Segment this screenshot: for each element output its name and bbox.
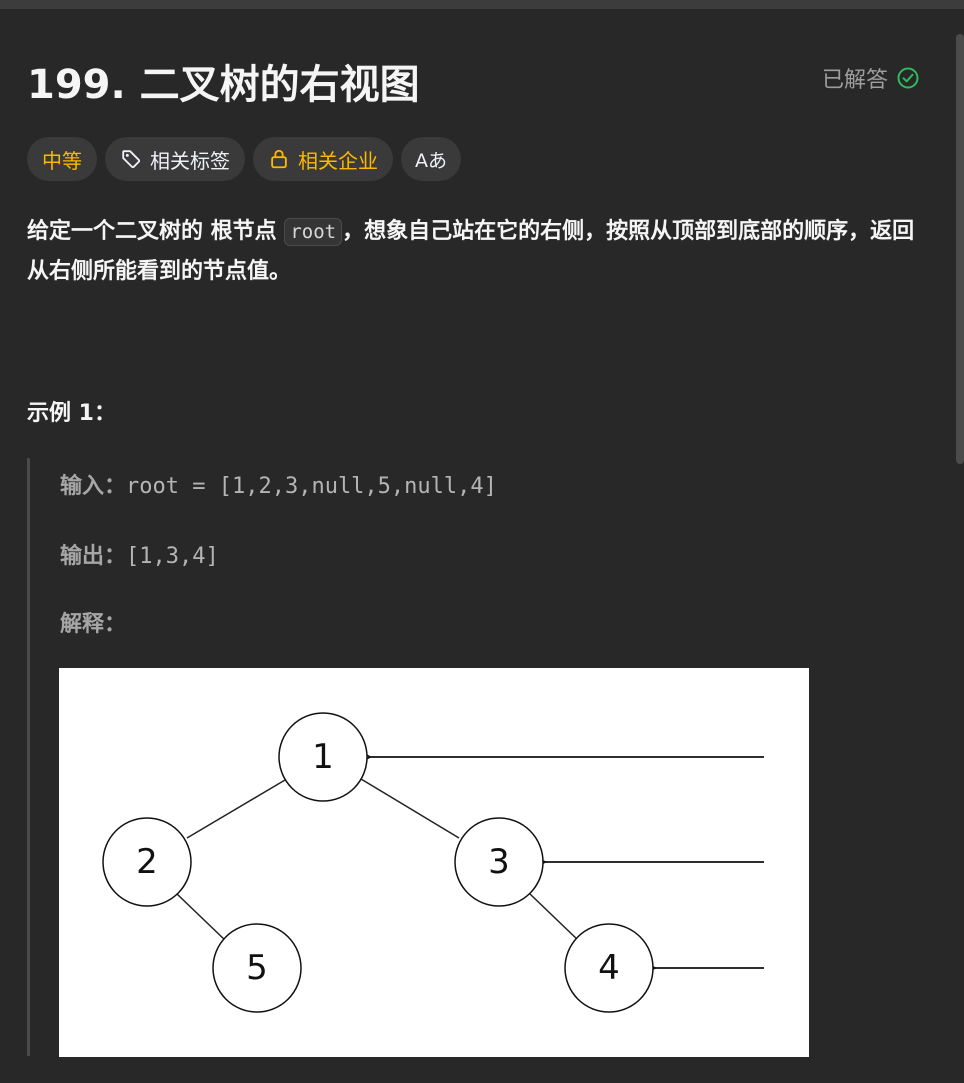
- node-label: 2: [136, 842, 158, 882]
- check-circle-icon: [896, 66, 920, 90]
- edge-1-3: [360, 778, 460, 839]
- difficulty-label: 中等: [42, 148, 82, 173]
- tag-icon: [120, 148, 142, 170]
- edge-2-5: [176, 893, 228, 943]
- description-text-1: 给定一个二叉树的: [27, 219, 211, 244]
- problem-description: 给定一个二叉树的 根节点 root，想象自己站在它的右侧，按照从顶部到底部的顺序…: [27, 212, 927, 291]
- tree-figure: 1 2 3 5 4: [59, 668, 809, 1057]
- tree-node-3: 3: [454, 817, 544, 907]
- related-tags-label: 相关标签: [150, 148, 230, 173]
- tree-node-2: 2: [102, 817, 192, 907]
- translate-button[interactable]: Aあ: [401, 137, 461, 181]
- example-input: 输入：root = [1,2,3,null,5,null,4]: [60, 468, 497, 500]
- input-label: 输入：: [60, 474, 127, 499]
- related-tags-button[interactable]: 相关标签: [105, 137, 245, 181]
- description-bold: 根节点: [210, 219, 277, 244]
- edge-1-2: [186, 779, 286, 839]
- lock-icon: [268, 148, 290, 170]
- node-label: 4: [598, 948, 620, 988]
- inline-code-root: root: [284, 218, 343, 246]
- example-output: 输出：[1,3,4]: [60, 538, 219, 570]
- page-title: 199. 二叉树的右视图: [27, 62, 420, 108]
- tree-node-4: 4: [564, 923, 654, 1013]
- tree-node-1: 1: [278, 712, 368, 802]
- explain-label: 解释：: [60, 612, 127, 637]
- tag-bar: 中等 相关标签 相关企业 Aあ: [27, 137, 461, 181]
- tree-diagram: 1 2 3 5 4: [102, 712, 764, 1013]
- example-title: 示例 1：: [27, 401, 116, 426]
- example-explain: 解释：: [60, 606, 126, 638]
- difficulty-badge[interactable]: 中等: [27, 137, 97, 181]
- scrollbar[interactable]: [956, 34, 964, 464]
- description-text-2: ，想象自己站在它的右侧，按照从顶部到底部的顺序，返回从右侧所能看到的节点值。: [27, 219, 915, 284]
- solved-status: 已解答: [822, 62, 920, 94]
- edge-3-4: [529, 893, 581, 943]
- input-value: root = [1,2,3,null,5,null,4]: [126, 474, 497, 499]
- related-companies-label: 相关企业: [298, 148, 378, 173]
- output-value: [1,3,4]: [126, 544, 219, 569]
- example-block: 输入：root = [1,2,3,null,5,null,4] 输出：[1,3,…: [27, 458, 930, 1056]
- tree-node-5: 5: [212, 923, 302, 1013]
- solved-label: 已解答: [821, 68, 888, 93]
- node-label: 3: [488, 842, 510, 882]
- translate-icon: Aあ: [415, 149, 447, 172]
- node-label: 1: [312, 737, 334, 777]
- output-label: 输出：: [60, 544, 127, 569]
- top-bar: [0, 0, 964, 9]
- node-label: 5: [246, 948, 268, 988]
- related-companies-button[interactable]: 相关企业: [253, 137, 393, 181]
